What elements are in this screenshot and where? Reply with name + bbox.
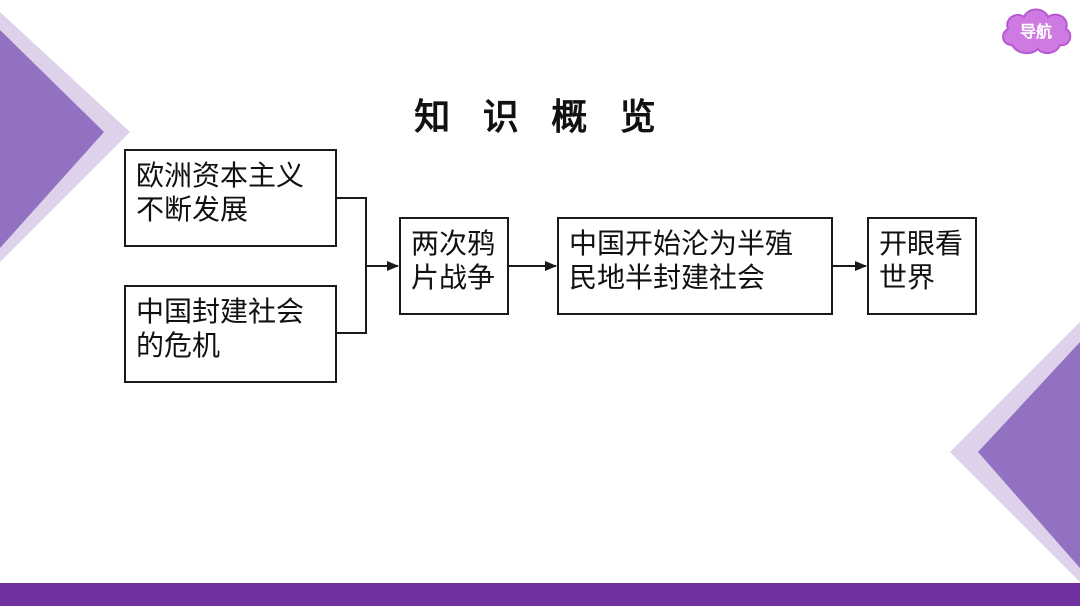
node-opium-wars: 两次鸦 片战争: [399, 217, 509, 315]
right-triangle-dark: [978, 342, 1080, 568]
node-capitalism-line2: 不断发展: [136, 193, 249, 226]
node-opium-wars-line1: 两次鸦: [411, 227, 496, 260]
node-open-eyes: 开眼看 世界: [867, 217, 977, 315]
left-triangle-dark: [0, 30, 104, 248]
node-crisis-line2: 的危机: [136, 329, 221, 362]
node-crisis-line1: 中国封建社会: [136, 295, 305, 328]
node-semi-colonial-line1: 中国开始沦为半殖: [569, 227, 794, 260]
node-crisis: 中国封建社会 的危机: [124, 285, 337, 383]
nav-button[interactable]: [998, 5, 1074, 57]
node-open-eyes-line1: 开眼看: [879, 227, 964, 260]
node-opium-wars-line2: 片战争: [411, 261, 496, 294]
node-open-eyes-line2: 世界: [879, 261, 936, 294]
bottom-accent-bar: [0, 583, 1080, 606]
node-capitalism-line1: 欧洲资本主义: [136, 159, 305, 192]
page-title: 知 识 概 览: [414, 97, 666, 138]
merge-bracket: [335, 197, 367, 334]
cloud-icon: [1002, 8, 1072, 55]
node-semi-colonial-line2: 民地半封建社会: [569, 261, 766, 294]
node-semi-colonial: 中国开始沦为半殖 民地半封建社会: [557, 217, 833, 315]
node-capitalism: 欧洲资本主义 不断发展: [124, 149, 337, 247]
nav-label[interactable]: 导航: [1019, 22, 1052, 41]
